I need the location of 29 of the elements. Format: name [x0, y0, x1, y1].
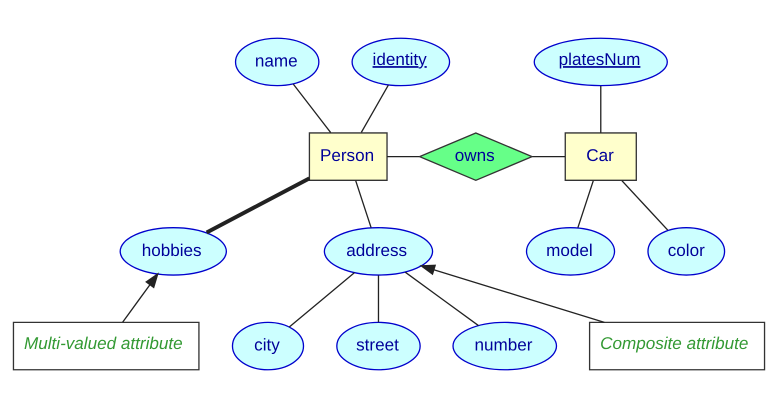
arrow: [122, 272, 159, 323]
node-ellipse: city: [232, 322, 304, 370]
node-ellipse: platesNum: [534, 38, 668, 86]
connector: [355, 180, 372, 228]
arrow: [419, 264, 605, 323]
connector: [206, 176, 310, 234]
connector: [360, 84, 389, 133]
node-ellipse: address: [324, 227, 434, 276]
connector: [600, 86, 602, 133]
connector: [404, 272, 479, 326]
connector: [387, 156, 420, 158]
node-box: Composite attribute: [588, 322, 766, 370]
node-ellipse: color: [647, 227, 726, 276]
node-ellipse: number: [452, 322, 558, 370]
connector: [577, 180, 594, 228]
connector: [292, 84, 332, 133]
node-box: Person: [308, 132, 388, 181]
node-box: Multi-valued attribute: [12, 322, 200, 370]
node-ellipse: model: [526, 227, 616, 276]
node-diamond: owns: [418, 132, 534, 182]
node-ellipse: name: [234, 38, 320, 86]
connector: [621, 180, 668, 230]
node-ellipse: street: [336, 322, 421, 370]
node-box: Car: [564, 132, 637, 181]
connector: [378, 275, 380, 322]
connector: [288, 272, 355, 328]
node-ellipse: hobbies: [120, 227, 228, 276]
node-ellipse: identity: [351, 38, 450, 86]
connector: [532, 156, 565, 158]
